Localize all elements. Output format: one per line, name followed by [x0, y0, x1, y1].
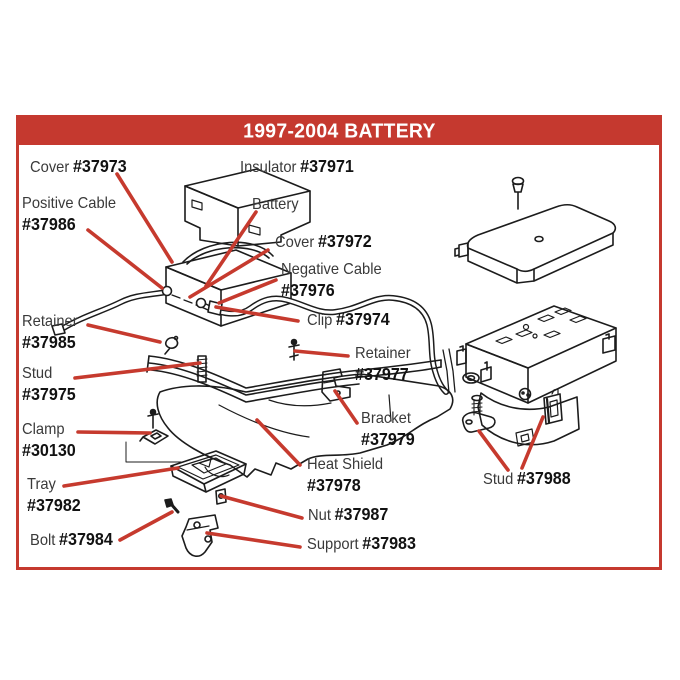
leader-cover-lower: [188, 248, 270, 299]
retainer-right-part: [288, 338, 300, 361]
part-number: #37977: [355, 364, 409, 384]
label-negative-cable: Negative Cable #37976: [281, 259, 382, 301]
label-clamp: Clamp #30130: [22, 419, 76, 461]
leader-cover-top: [115, 172, 174, 264]
diagram-panel: 1997-2004 BATTERY: [16, 115, 662, 570]
fusebox-block-drawing: [456, 305, 617, 447]
part-number: #37984: [59, 529, 113, 549]
leader-negative-cable: [217, 278, 278, 305]
leader-bolt: [118, 510, 174, 542]
part-number: #30130: [22, 440, 76, 460]
part-number: #37985: [22, 332, 76, 352]
part-name: Cover: [275, 234, 315, 251]
part-name: Heat Shield: [307, 456, 384, 473]
label-battery: Battery: [252, 194, 299, 215]
leader-lines: [62, 172, 545, 549]
reference-line: [125, 441, 182, 463]
parts-diagram: [51, 168, 617, 557]
part-number: #37974: [336, 309, 390, 329]
label-bolt: Bolt#37984: [30, 529, 113, 551]
cables-drawing: [51, 285, 449, 395]
leader-clip: [214, 305, 300, 323]
leader-heat-shield: [255, 418, 302, 467]
title-bar: 1997-2004 BATTERY: [19, 118, 659, 145]
tray-drawing: [170, 450, 247, 493]
part-name: Tray: [27, 476, 56, 493]
part-number: #37987: [334, 504, 389, 524]
part-name: Bolt: [30, 532, 56, 549]
small-parts-drawing: [139, 335, 351, 514]
leader-battery: [204, 210, 258, 288]
part-name: Retainer: [22, 313, 78, 330]
leader-stud-right-a: [477, 429, 510, 472]
label-support: Support#37983: [307, 533, 416, 555]
part-name: Bracket: [361, 410, 411, 427]
fusebox-cover-drawing: [454, 176, 617, 284]
leader-tray: [62, 466, 180, 488]
part-number: #37978: [307, 475, 361, 495]
part-name: Clamp: [22, 421, 65, 438]
label-cover-lower: Cover#37972: [275, 231, 372, 253]
part-number: #37972: [317, 231, 372, 251]
clamp-part: [139, 408, 169, 445]
part-name: Nut: [308, 507, 331, 524]
stud-left-part: [196, 355, 208, 383]
label-cover-top: Cover#37973: [30, 156, 127, 178]
page-title: 1997-2004 BATTERY: [242, 119, 436, 143]
part-number: #37982: [27, 495, 81, 515]
part-name: Stud: [22, 365, 53, 382]
part-name: Clip: [307, 312, 333, 329]
stud-right-part-b: [543, 388, 563, 425]
retainer-left-part: [164, 336, 179, 355]
part-number: #37983: [362, 533, 416, 553]
label-bracket: Bracket #37979: [361, 408, 415, 450]
part-number: #37979: [361, 429, 415, 449]
part-name: Retainer: [355, 345, 411, 362]
leader-bracket: [333, 389, 359, 425]
part-name: Stud: [483, 471, 514, 488]
label-tray: Tray #37982: [27, 474, 81, 516]
part-name: Insulator: [240, 159, 297, 176]
leader-stud-right-b: [520, 415, 545, 470]
insulator-drawing: [184, 168, 311, 247]
stud-right-part-a: [461, 394, 496, 433]
part-name: Support: [307, 536, 359, 553]
part-number: #37976: [281, 280, 335, 300]
part-name: Negative Cable: [281, 261, 382, 278]
label-positive-cable: Positive Cable #37986: [22, 193, 116, 235]
part-number: #37975: [22, 384, 76, 404]
leader-nut: [219, 494, 304, 520]
part-number: #37973: [72, 156, 127, 176]
part-name: Positive Cable: [22, 195, 117, 212]
part-name: Cover: [30, 159, 70, 176]
leader-retainer-left: [86, 323, 162, 344]
leader-support: [205, 531, 302, 549]
part-name: Battery: [252, 196, 299, 213]
leader-positive-cable: [86, 228, 164, 290]
stud-parts-drawing: [461, 372, 563, 433]
leader-retainer-right: [293, 349, 350, 358]
part-number: #37986: [22, 214, 76, 234]
label-stud-left: Stud #37975: [22, 363, 76, 405]
bolt-part: [164, 498, 180, 514]
label-insulator: Insulator#37971: [240, 156, 354, 178]
label-clip: Clip#37974: [307, 309, 390, 331]
label-stud-right: Stud#37988: [483, 468, 571, 490]
leader-stud-left: [73, 361, 202, 380]
label-heat-shield: Heat Shield #37978: [307, 454, 383, 496]
part-number: #37988: [516, 468, 571, 488]
label-nut: Nut#37987: [308, 504, 388, 526]
support-drawing: [181, 514, 219, 557]
part-number: #37971: [300, 156, 354, 176]
label-retainer-right: Retainer #37977: [355, 343, 411, 385]
leader-clamp: [76, 430, 152, 435]
label-retainer-left: Retainer #37985: [22, 311, 78, 353]
